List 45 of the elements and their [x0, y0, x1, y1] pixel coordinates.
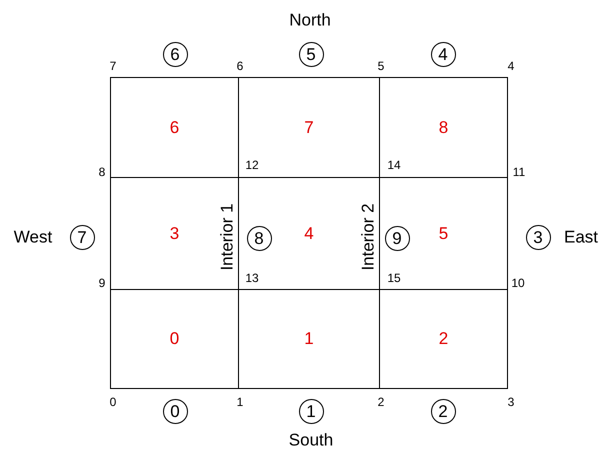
grid-cell	[379, 77, 508, 178]
circled-number: 3	[526, 224, 550, 250]
corner-number: 2	[378, 396, 384, 408]
direction-label: North	[289, 12, 331, 28]
element-number: 0	[170, 329, 180, 349]
corner-number: 13	[245, 272, 259, 284]
circled-number: 8	[246, 226, 272, 250]
corner-number: 15	[387, 272, 401, 284]
circled-number: 6	[162, 42, 188, 66]
corner-number: 7	[110, 60, 116, 72]
circled-number: 1	[298, 398, 324, 424]
element-number: 8	[438, 118, 448, 138]
corner-number: 11	[512, 166, 526, 178]
direction-label: West	[14, 228, 52, 246]
element-number: 5	[438, 224, 448, 244]
grid-cell	[110, 289, 239, 389]
grid-cell	[110, 77, 239, 178]
element-number: 2	[438, 329, 448, 349]
element-number: 7	[304, 118, 314, 138]
element-number: 4	[304, 224, 314, 244]
corner-number: 8	[98, 166, 106, 178]
corner-number: 3	[508, 396, 514, 408]
circled-number: 9	[384, 226, 410, 250]
element-number: 1	[304, 329, 314, 349]
boundary-label: Interior 2	[360, 203, 376, 271]
corner-number: 14	[387, 159, 401, 171]
boundary-label: Interior 1	[218, 203, 236, 271]
element-number: 6	[170, 118, 180, 138]
circled-number: 4	[430, 42, 456, 66]
circled-number: 5	[298, 42, 324, 66]
corner-number: 0	[110, 396, 116, 408]
corner-number: 10	[511, 277, 525, 289]
element-number: 3	[170, 224, 180, 244]
corner-number: 1	[236, 396, 244, 408]
circled-number: 0	[162, 398, 188, 424]
corner-number: 4	[508, 60, 514, 72]
corner-number: 9	[98, 277, 106, 289]
corner-number: 5	[378, 60, 384, 72]
corner-number: 6	[236, 60, 244, 72]
grid-cell	[379, 289, 508, 389]
direction-label: South	[288, 432, 334, 448]
circled-number: 2	[430, 398, 456, 424]
corner-number: 12	[245, 159, 259, 171]
direction-label: East	[564, 228, 598, 246]
circled-number: 7	[70, 224, 94, 250]
